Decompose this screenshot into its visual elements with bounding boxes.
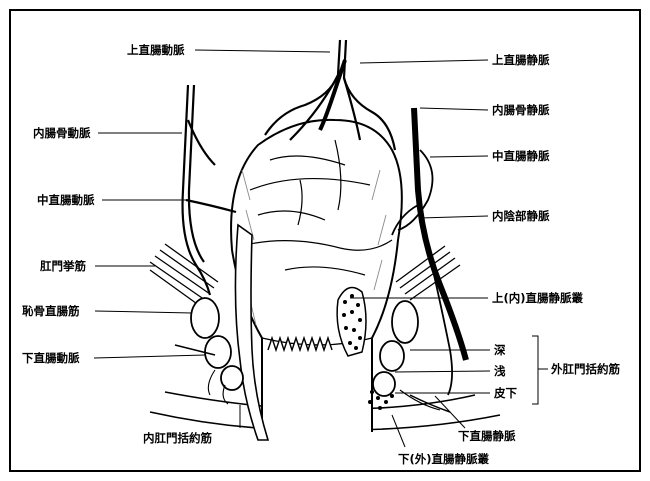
label-deep: 深 [494, 343, 506, 357]
label-superior-rectal-artery: 上直腸動脈 [127, 43, 185, 57]
label-inferior-external-rectal-plexus: 下(外)直腸静脈叢 [398, 452, 490, 466]
label-levator-ani: 肛門挙筋 [40, 259, 86, 273]
label-inferior-rectal-vein: 下直腸静脈 [458, 429, 516, 443]
label-internal-iliac-artery: 内腸骨動脈 [33, 126, 91, 140]
label-internal-pudendal-vein: 内陰部静脈 [492, 209, 550, 223]
levator-ani-left [150, 244, 218, 306]
label-subcutaneous: 皮下 [493, 386, 517, 400]
label-superior-rectal-vein: 上直腸静脈 [492, 53, 550, 67]
label-puborectalis: 恥骨直腸筋 [22, 304, 80, 318]
internal-iliac-artery-left [183, 85, 236, 295]
label-inferior-rectal-artery: 下直腸動脈 [22, 351, 80, 365]
label-internal-anal-sphincter: 内肛門括約筋 [143, 431, 212, 445]
label-superficial: 浅 [494, 364, 506, 378]
label-middle-rectal-vein: 中直腸静脈 [492, 149, 550, 163]
internal-iliac-vein-right [414, 108, 466, 360]
label-superior-internal-rectal-plexus: 上(内)直腸静脈叢 [492, 291, 584, 305]
label-external-anal-sphincter: 外肛門括約筋 [550, 362, 620, 376]
label-internal-iliac-vein: 内腸骨静脈 [492, 103, 550, 117]
label-middle-rectal-artery: 中直腸動脈 [37, 193, 95, 207]
